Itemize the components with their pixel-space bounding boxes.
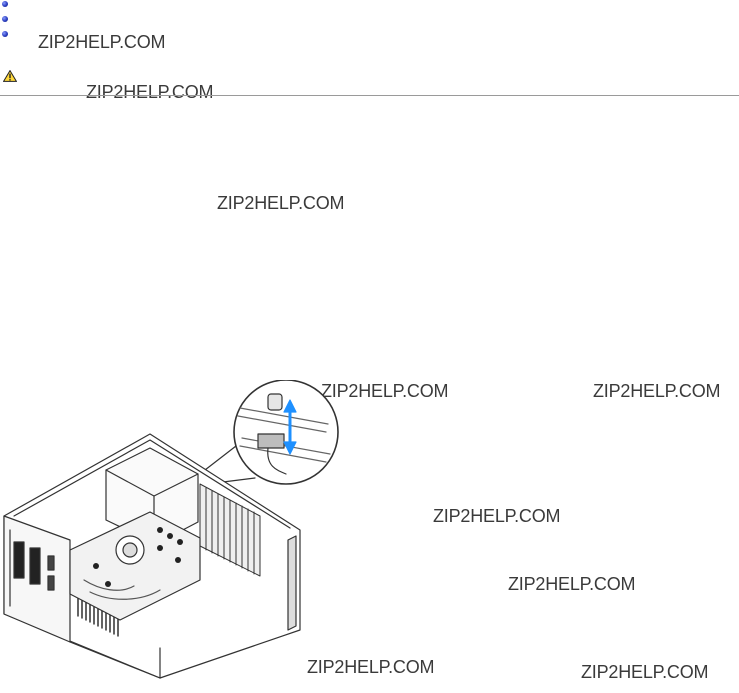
watermark-text: ZIP2HELP.COM xyxy=(217,193,345,213)
callout-circle xyxy=(233,380,339,485)
bullet-icon xyxy=(2,16,8,22)
watermark-text: ZIP2HELP.COM xyxy=(593,381,721,401)
bullet-icon xyxy=(2,1,8,7)
watermark-text: ZIP2HELP.COM xyxy=(38,32,166,52)
watermark-text: ZIP2HELP.COM xyxy=(321,381,449,401)
watermark-text: ZIP2HELP.COM xyxy=(433,506,561,526)
chassis-illustration xyxy=(3,380,339,679)
bullet-icon xyxy=(2,31,8,37)
watermark-text: ZIP2HELP.COM xyxy=(307,657,435,677)
warning-icon xyxy=(3,70,17,82)
watermark-text: ZIP2HELP.COM xyxy=(581,662,709,682)
horizontal-rule xyxy=(0,95,739,96)
watermark-text: ZIP2HELP.COM xyxy=(86,82,214,102)
watermark-text: ZIP2HELP.COM xyxy=(508,574,636,594)
